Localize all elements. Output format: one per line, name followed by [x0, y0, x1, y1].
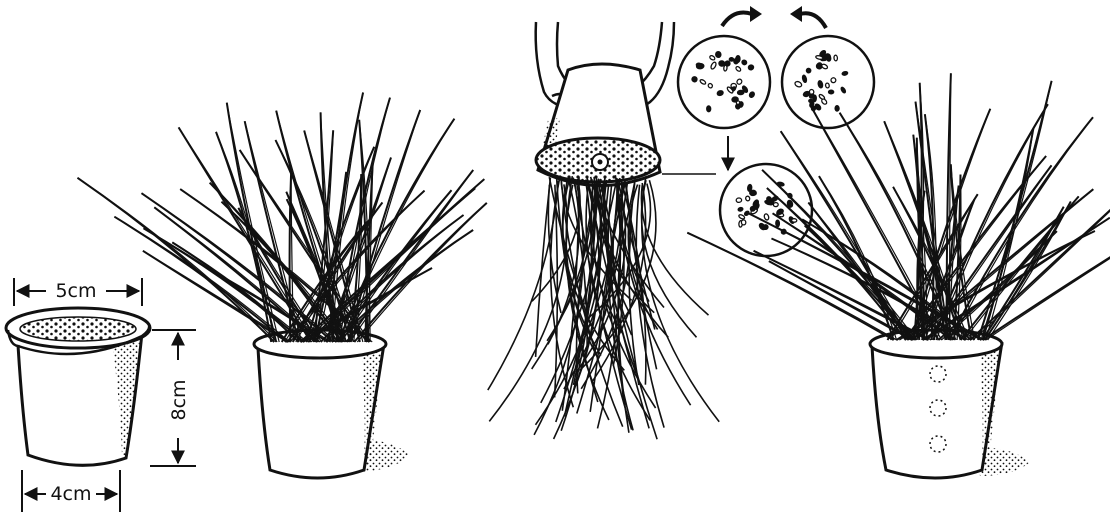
seed: [718, 60, 725, 66]
seed: [835, 106, 839, 111]
seed: [747, 184, 752, 191]
seed: [732, 97, 739, 103]
seed: [736, 198, 742, 203]
seed: [707, 106, 711, 112]
seed-circle-3: [720, 164, 812, 256]
seed: [738, 207, 744, 212]
seed-circle-2: [782, 36, 874, 128]
seed: [808, 99, 814, 103]
seed: [834, 55, 838, 61]
seed: [737, 90, 744, 95]
seed: [791, 218, 796, 222]
seed: [729, 58, 734, 62]
grass-blade: [216, 132, 271, 342]
seed: [745, 196, 750, 201]
height-dimension: 8cm: [150, 330, 196, 466]
rotate-arrow-right-icon: [722, 6, 762, 26]
seed: [842, 71, 848, 76]
seed-circle-1: [678, 36, 770, 128]
seed: [696, 63, 702, 67]
hanging-roots: [488, 175, 719, 439]
seed: [691, 76, 697, 82]
seed: [828, 90, 833, 94]
empty-pot: [6, 308, 150, 465]
top-width-dimension: 5cm: [14, 278, 142, 306]
bottom-width-label: 4cm: [50, 483, 91, 505]
perforated-grass-pot: [870, 330, 1030, 478]
bottom-width-dimension: 4cm: [22, 470, 120, 512]
seed: [825, 83, 829, 88]
seed: [741, 220, 746, 226]
top-width-label: 5cm: [55, 280, 96, 302]
root-strand: [642, 176, 719, 421]
grass-pot: [254, 330, 410, 478]
grass-blades: [78, 93, 487, 343]
seed: [830, 77, 836, 83]
seed: [716, 52, 721, 58]
height-label: 8cm: [168, 379, 190, 420]
seed: [748, 64, 754, 70]
seed: [776, 220, 780, 227]
seed: [734, 59, 738, 64]
seed: [738, 101, 743, 107]
seed: [806, 68, 811, 73]
rotate-arrow-left-icon: [790, 6, 826, 28]
